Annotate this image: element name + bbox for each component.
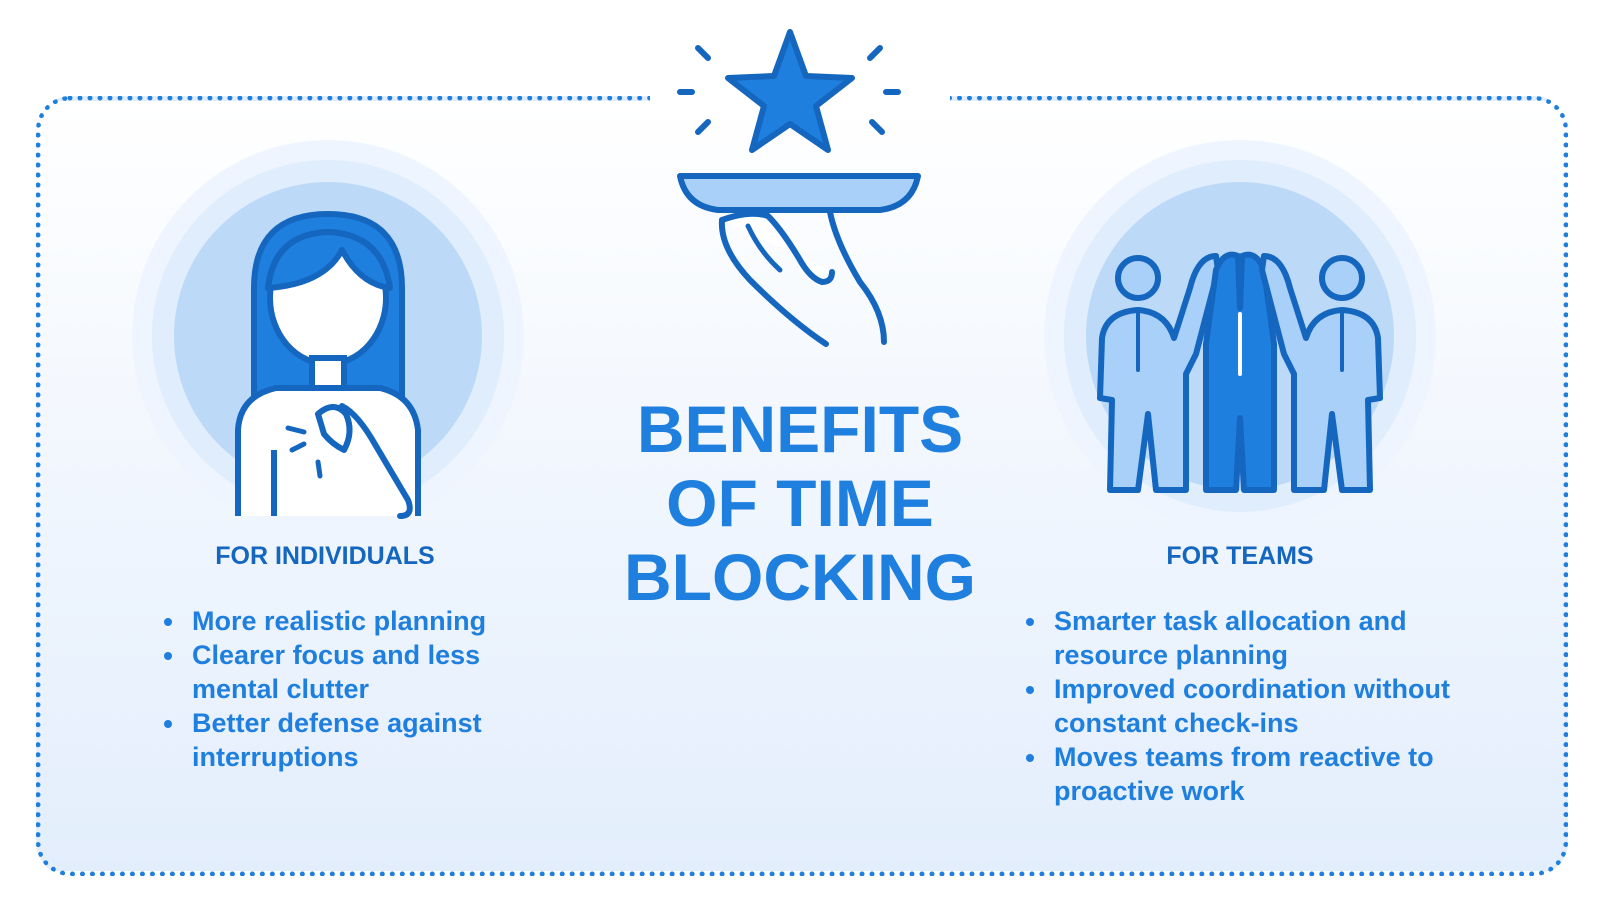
title-line-2: OF TIME: [666, 466, 934, 540]
list-item: Better defense against interruptions: [164, 706, 524, 774]
list-item: Improved coordination without constant c…: [1026, 672, 1496, 740]
teams-heading: FOR TEAMS: [1166, 542, 1314, 570]
list-item: More realistic planning: [164, 604, 524, 638]
star-on-tray-hand-icon: [677, 29, 921, 347]
list-item: Clearer focus and less mental clutter: [164, 638, 524, 706]
list-item: Moves teams from reactive to proactive w…: [1026, 740, 1496, 808]
person-individual-icon: [132, 140, 524, 528]
individuals-heading: FOR INDIVIDUALS: [215, 542, 435, 570]
page-title: BENEFITS OF TIME BLOCKING: [600, 392, 1000, 614]
title-line-3: BLOCKING: [624, 540, 976, 614]
list-item: Smarter task allocation and resource pla…: [1026, 604, 1496, 672]
teams-list: Smarter task allocation and resource pla…: [1026, 604, 1496, 808]
individuals-list: More realistic planning Clearer focus an…: [164, 604, 524, 774]
team-high-five-icon: [1044, 140, 1436, 528]
title-line-1: BENEFITS: [636, 392, 964, 466]
